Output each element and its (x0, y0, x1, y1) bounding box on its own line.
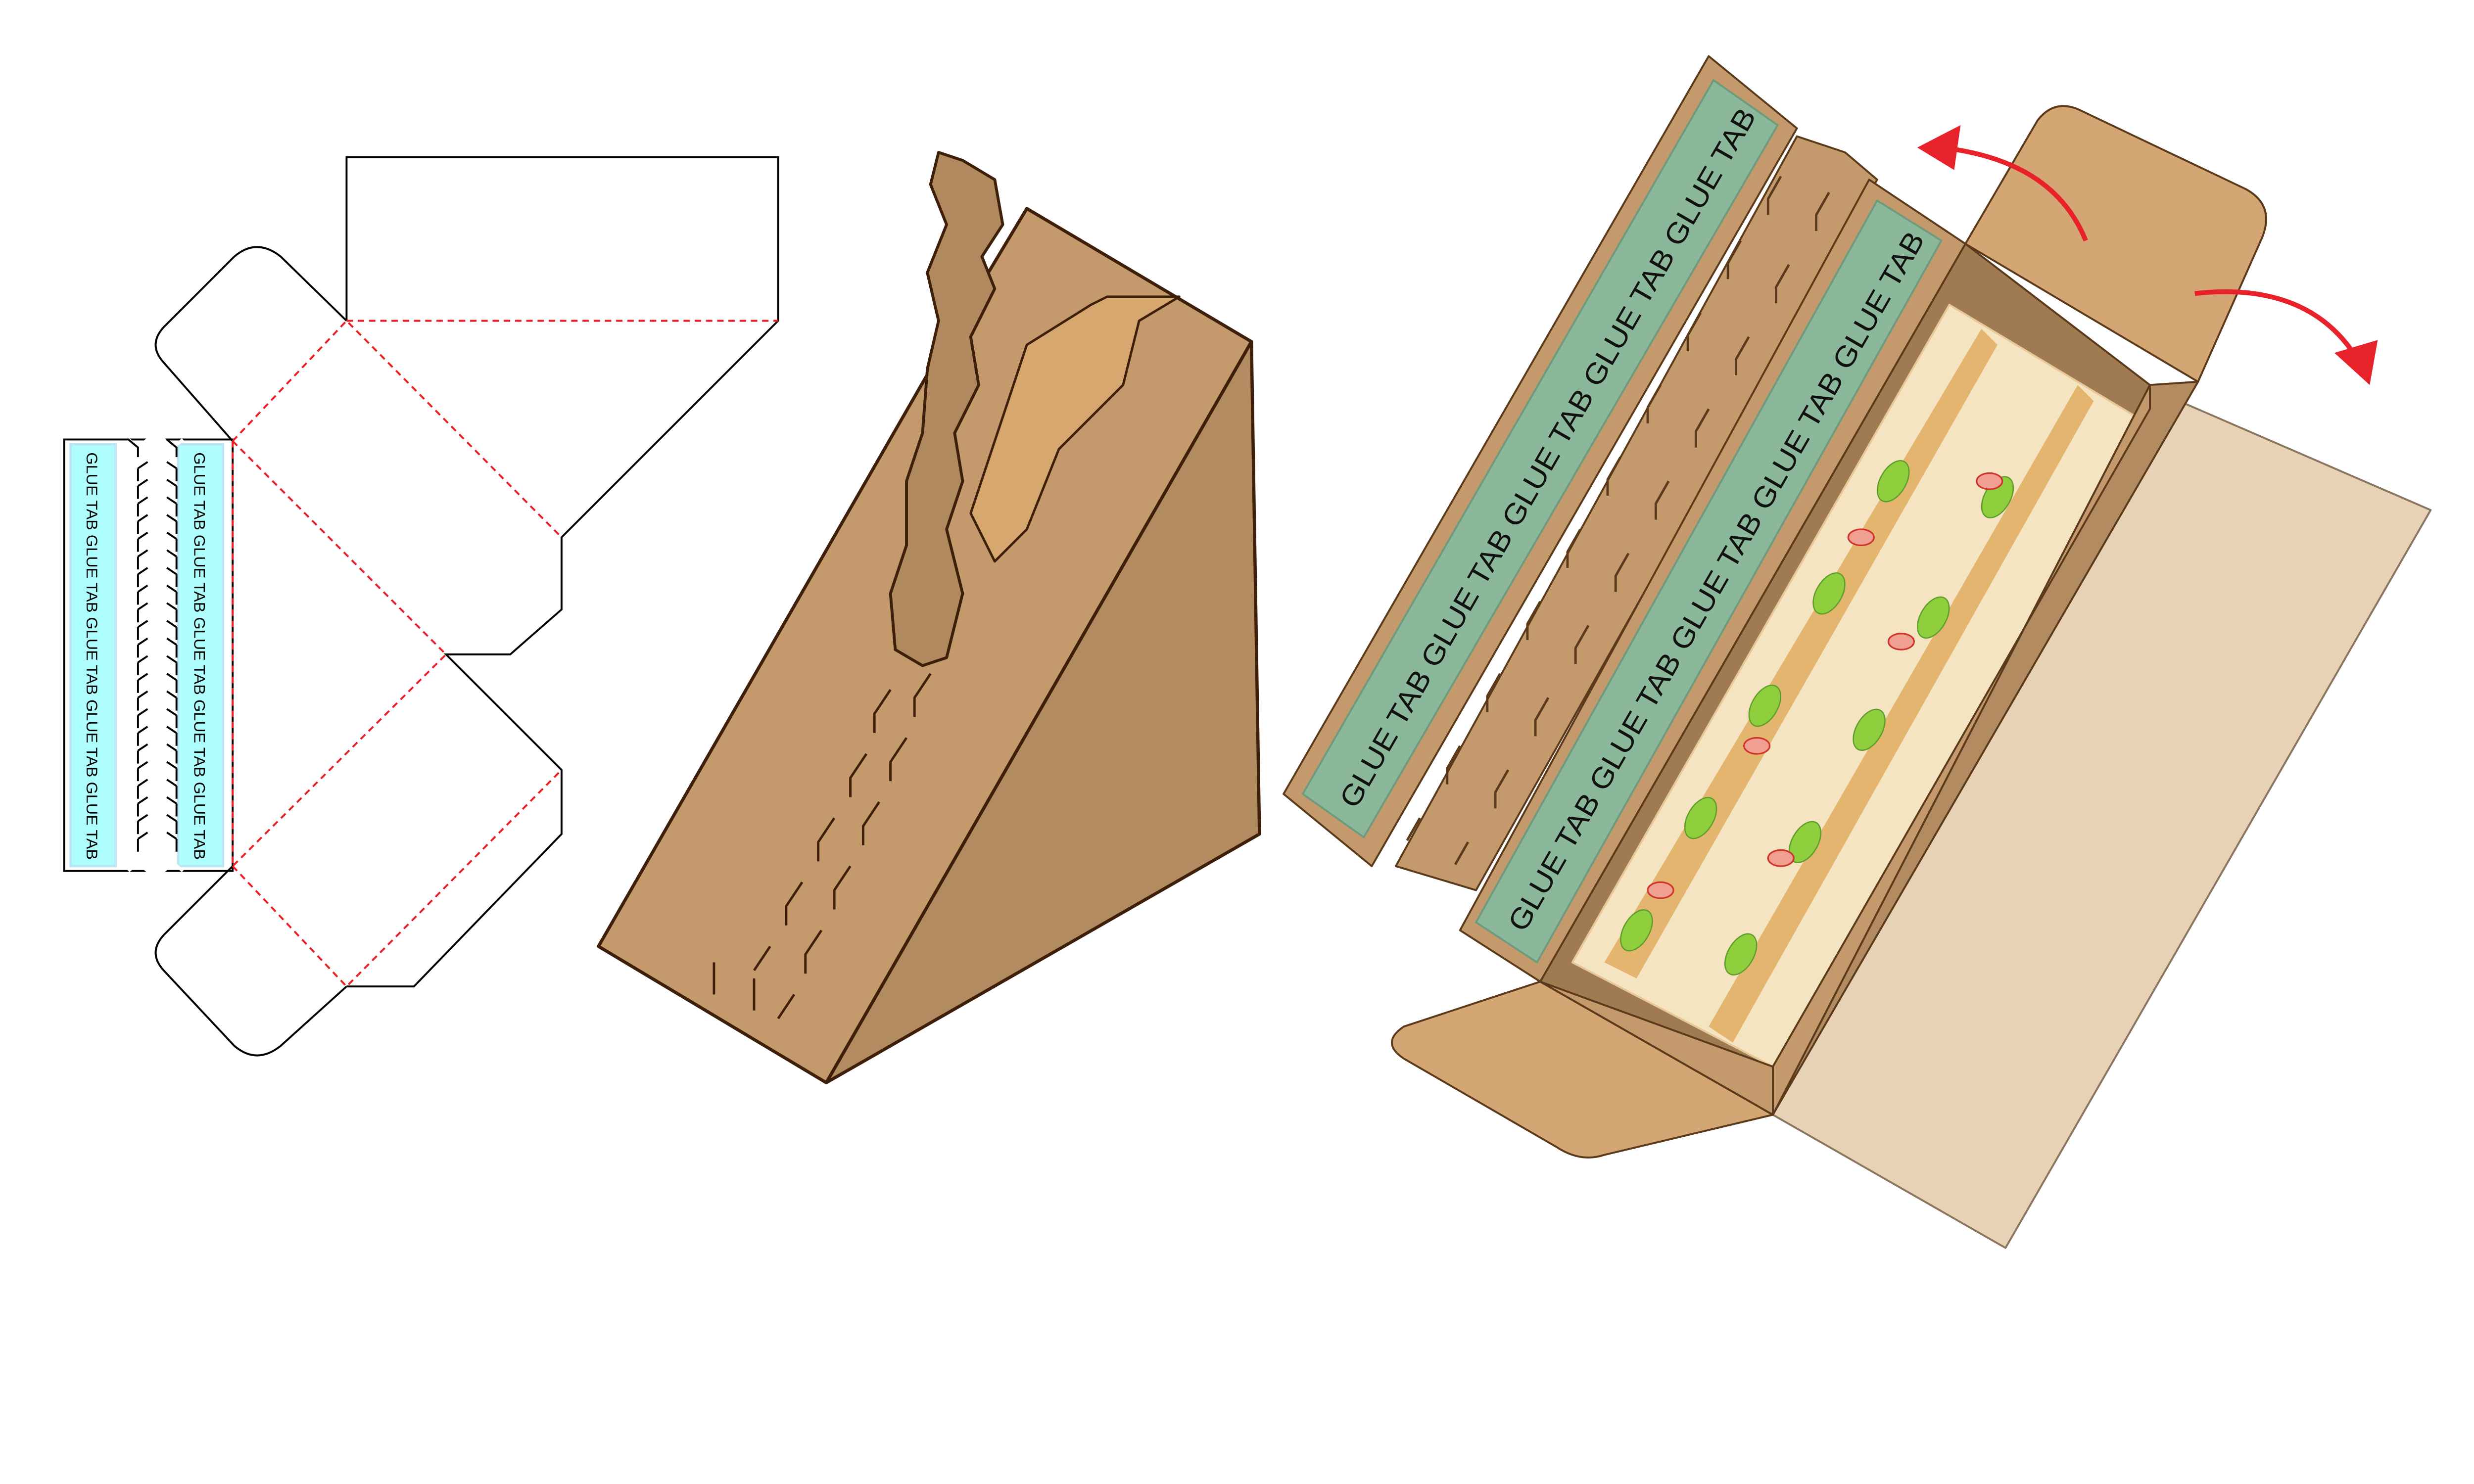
tear-strip-flap (969, 295, 1181, 563)
lettuce (1620, 460, 2014, 975)
tear-perforation (713, 673, 932, 1020)
fold-lines (232, 319, 778, 988)
arrow-open-right-head (2334, 340, 2378, 385)
sandwich (1571, 304, 2151, 1068)
top-flap (1964, 105, 2267, 383)
closed-box (597, 151, 1261, 1084)
glue-tab-label-right: GLUE TAB GLUE TAB GLUE TAB GLUE TAB GLUE… (190, 452, 208, 860)
tear-perforation-open (1406, 176, 1830, 865)
bottom-flap-cut (154, 865, 347, 1057)
top-flap-cut (154, 246, 347, 442)
glue-strip-1 (1301, 79, 1779, 838)
box-front-left (1539, 980, 1774, 1116)
arrow-open-left (1941, 145, 2088, 242)
illustration: GLUE TAB GLUE TAB GLUE TAB GLUE TAB GLUE… (63, 55, 2432, 1249)
open-box: GLUE TAB GLUE TAB GLUE TAB GLUE TAB GLUE… (1283, 55, 2432, 1249)
tear-strip (889, 151, 1004, 667)
sandwich-filling-2 (1709, 385, 2094, 1043)
open-arrows (1917, 125, 2378, 385)
glue-tab-panel: GLUE TAB GLUE TAB GLUE TAB GLUE TAB GLUE… (63, 438, 234, 873)
cut-line (345, 156, 779, 988)
arrow-open-right (2194, 289, 2361, 363)
dieline: GLUE TAB GLUE TAB GLUE TAB GLUE TAB GLUE… (63, 156, 779, 1057)
glue-tab-label-left: GLUE TAB GLUE TAB GLUE TAB GLUE TAB GLUE… (83, 452, 100, 860)
arrow-open-left-head (1917, 125, 1961, 170)
tomato (1647, 472, 2003, 899)
glue-strip-2 (1475, 199, 1943, 964)
bottom-flap (1390, 980, 1774, 1159)
